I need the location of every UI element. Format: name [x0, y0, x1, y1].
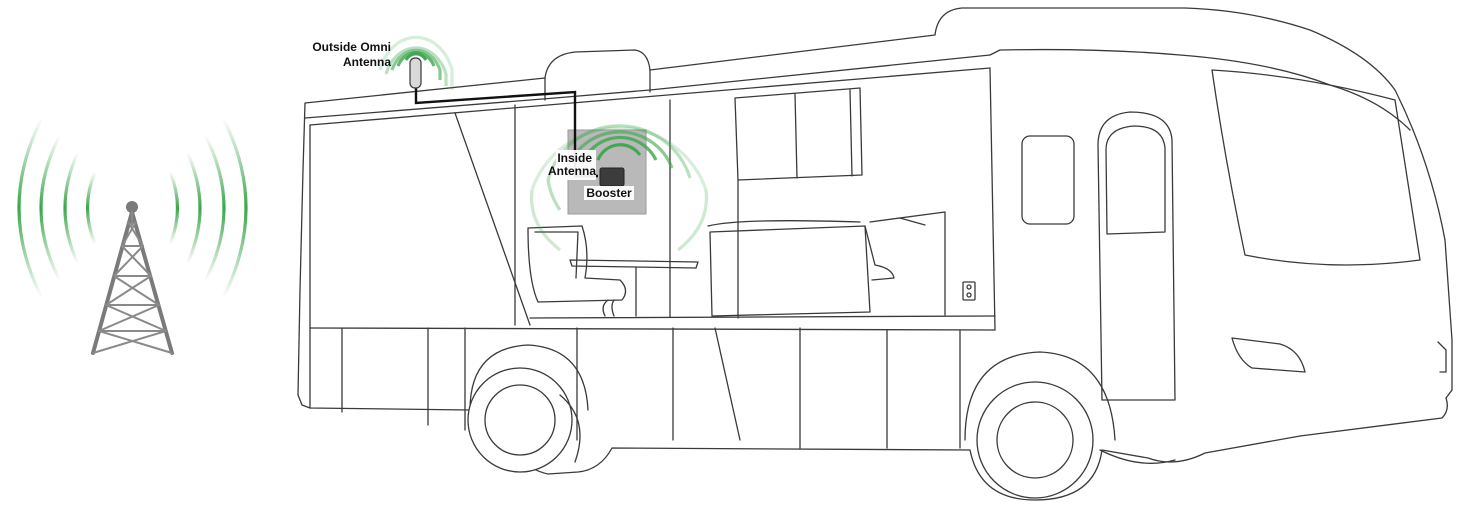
inside-antenna-label-line2: Antenna [548, 164, 596, 178]
tower-structure [93, 201, 172, 353]
inside-antenna-label-line1: Inside [557, 151, 592, 165]
cell-tower-icon [19, 118, 246, 353]
front-wheel [977, 382, 1093, 498]
outside-antenna-label-line2: Antenna [343, 55, 391, 69]
outside-antenna-label-line1: Outside Omni [312, 40, 391, 54]
rv-vehicle [298, 8, 1452, 500]
booster-label: Booster [586, 186, 632, 200]
booster-box-icon [600, 168, 624, 186]
